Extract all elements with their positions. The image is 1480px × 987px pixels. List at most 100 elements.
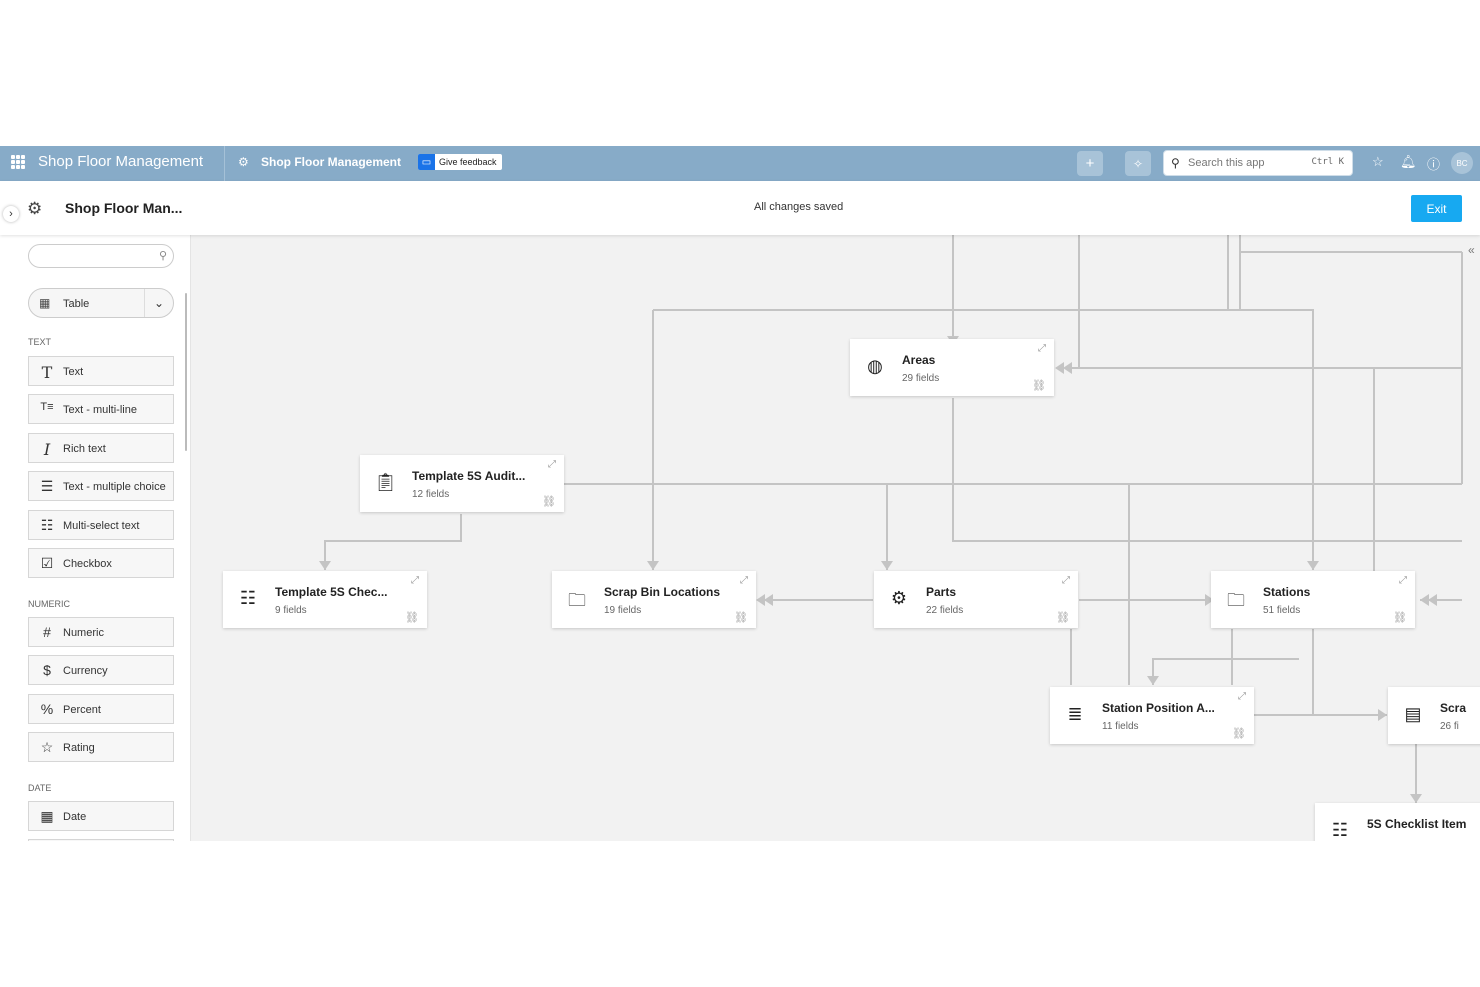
sparkle-icon: ✧ bbox=[1132, 156, 1144, 171]
relationship-icon[interactable]: ⛓ bbox=[405, 612, 419, 624]
field-type-rating[interactable]: ☆ Rating bbox=[28, 732, 174, 762]
table-card-stations[interactable]: 🗀 Stations 51 fields ⤢ ⛓ bbox=[1211, 571, 1415, 628]
field-count: 9 fields bbox=[275, 605, 307, 616]
relationship-icon[interactable]: ⛓ bbox=[1032, 380, 1046, 392]
breadcrumb[interactable]: Shop Floor Management bbox=[261, 155, 402, 169]
multiline-text-icon: T≡ bbox=[40, 401, 54, 413]
star-icon[interactable]: ☆ bbox=[1372, 154, 1384, 169]
add-button[interactable]: + bbox=[1077, 151, 1103, 176]
table-name: Template 5S Chec... bbox=[275, 585, 388, 599]
expand-icon[interactable]: ⤢ bbox=[548, 459, 556, 470]
field-type-currency[interactable]: $ Currency bbox=[28, 655, 174, 685]
relation-line bbox=[324, 514, 462, 570]
exit-button[interactable]: Exit bbox=[1411, 195, 1462, 222]
app-title[interactable]: Shop Floor Management bbox=[38, 153, 204, 170]
field-type-multi-select[interactable]: ☷ Multi-select text bbox=[28, 510, 174, 540]
field-type-numeric[interactable]: # Numeric bbox=[28, 617, 174, 647]
expand-panel-button[interactable]: › bbox=[3, 206, 19, 222]
relationship-icon[interactable]: ⛓ bbox=[734, 612, 748, 624]
table-name: Parts bbox=[926, 585, 957, 599]
chat-bubble-icon: ▭ bbox=[418, 154, 435, 170]
scrollbar[interactable] bbox=[185, 293, 187, 451]
table-card-template-5s-audit[interactable]: 📋︎ Template 5S Audit... 12 fields ⤢ ⛓ bbox=[360, 455, 564, 512]
field-type-partial[interactable] bbox=[28, 839, 174, 841]
table-name: Scra bbox=[1440, 701, 1467, 715]
list-icon: ☰ bbox=[40, 478, 54, 494]
table-name: Template 5S Audit... bbox=[412, 469, 526, 483]
editor-header: › ⚙ Shop Floor Man... All changes saved … bbox=[0, 181, 1480, 235]
field-type-multiple-choice[interactable]: ☰ Text - multiple choice bbox=[28, 471, 174, 501]
save-status: All changes saved bbox=[754, 201, 844, 213]
folder-icon: 🗀 bbox=[1227, 590, 1245, 610]
field-count: 19 fields bbox=[604, 605, 642, 616]
field-type-percent[interactable]: % Percent bbox=[28, 694, 174, 724]
lines-icon: ≣ bbox=[1067, 704, 1083, 724]
table-grid-icon: ▦ bbox=[39, 296, 51, 310]
table-card-station-position[interactable]: ≣ Station Position A... 11 fields ⤢ ⛓ bbox=[1050, 687, 1254, 744]
arrow-head bbox=[1410, 794, 1422, 803]
search-icon: ⚲ bbox=[1171, 156, 1180, 170]
arrow-head bbox=[756, 594, 765, 606]
section-date-label: DATE bbox=[28, 783, 52, 793]
arrow-head bbox=[1378, 709, 1387, 721]
expand-icon[interactable]: ⤢ bbox=[1062, 575, 1070, 586]
bell-icon[interactable]: 🔔︎ bbox=[1400, 154, 1417, 169]
table-type-select[interactable]: ▦ Table ⌄ bbox=[28, 288, 174, 318]
expand-icon[interactable]: ⤢ bbox=[1399, 575, 1407, 586]
search-input[interactable]: ⚲ Search this app Ctrl K bbox=[1163, 150, 1353, 176]
section-text-label: TEXT bbox=[28, 337, 52, 347]
expand-icon[interactable]: ⤢ bbox=[411, 575, 419, 586]
give-feedback-button[interactable]: ▭ Give feedback bbox=[418, 154, 502, 170]
table-card-areas[interactable]: ◍ Areas 29 fields ⤢ ⛓ bbox=[850, 339, 1054, 396]
expand-icon[interactable]: ⤢ bbox=[740, 575, 748, 586]
calendar-icon: ▦ bbox=[40, 808, 54, 824]
field-type-label: Text bbox=[63, 366, 84, 378]
field-type-rich-text[interactable]: I Rich text bbox=[28, 433, 174, 463]
table-name: 5S Checklist Item bbox=[1367, 817, 1467, 831]
table-card-scrap-partial[interactable]: ▤ Scra 26 fi bbox=[1388, 687, 1480, 744]
app-window: Shop Floor Management ⚙ Shop Floor Manag… bbox=[0, 146, 1480, 841]
checklist-icon: ☷ bbox=[1331, 820, 1349, 840]
field-type-checkbox[interactable]: ☑ Checkbox bbox=[28, 548, 174, 578]
table-card-5s-checklist-item[interactable]: ☷ 5S Checklist Item bbox=[1315, 803, 1480, 841]
expand-icon[interactable]: ⤢ bbox=[1238, 691, 1246, 702]
field-count: 29 fields bbox=[902, 373, 940, 384]
ai-assist-button[interactable]: ✧ bbox=[1125, 151, 1151, 176]
italic-icon: I bbox=[43, 440, 51, 459]
relationship-icon[interactable]: ⛓ bbox=[1232, 728, 1246, 740]
chevron-down-icon: ⌄ bbox=[144, 289, 173, 317]
arrow-head bbox=[1063, 362, 1072, 374]
search-placeholder: Search this app bbox=[1188, 157, 1265, 169]
arrow-head bbox=[647, 561, 659, 570]
table-name: Areas bbox=[902, 353, 936, 367]
field-type-label: Percent bbox=[63, 704, 101, 716]
table-card-template-5s-checklist[interactable]: ☷ Template 5S Chec... 9 fields ⤢ ⛓ bbox=[223, 571, 427, 628]
apps-grid-icon[interactable] bbox=[11, 155, 25, 169]
field-count: 26 fi bbox=[1440, 721, 1459, 732]
field-type-label: Rating bbox=[63, 742, 95, 754]
settings-gear-icon[interactable]: ⚙ bbox=[27, 199, 43, 218]
relationship-icon[interactable]: ⛓ bbox=[1056, 612, 1070, 624]
field-type-date[interactable]: ▦ Date bbox=[28, 801, 174, 831]
relationship-icon[interactable]: ⛓ bbox=[542, 496, 556, 508]
field-count: 51 fields bbox=[1263, 605, 1301, 616]
chevron-right-icon: › bbox=[9, 208, 13, 220]
table-card-parts[interactable]: ⚙ Parts 22 fields ⤢ ⛓ bbox=[874, 571, 1078, 628]
dollar-icon: $ bbox=[43, 662, 51, 678]
field-search-input[interactable]: ⚲ bbox=[28, 244, 174, 268]
plus-icon: + bbox=[1085, 155, 1095, 172]
relationship-canvas[interactable]: « ◍ Areas 29 fields ⤢ ⛓ 📋︎ Template 5S A… bbox=[191, 235, 1480, 841]
field-type-text[interactable]: T Text bbox=[28, 356, 174, 386]
search-shortcut: Ctrl K bbox=[1311, 157, 1344, 167]
relation-line bbox=[1152, 658, 1299, 685]
help-icon[interactable]: ⓘ bbox=[1427, 157, 1441, 172]
text-icon: T bbox=[41, 363, 53, 382]
table-card-scrap-bin-locations[interactable]: 🗀 Scrap Bin Locations 19 fields ⤢ ⛓ bbox=[552, 571, 756, 628]
collapse-panel-icon[interactable]: « bbox=[1468, 243, 1475, 257]
field-type-text-multiline[interactable]: T≡ Text - multi-line bbox=[28, 394, 174, 424]
relationship-icon[interactable]: ⛓ bbox=[1393, 612, 1407, 624]
divider bbox=[224, 146, 225, 181]
avatar[interactable]: BC bbox=[1451, 152, 1473, 174]
expand-icon[interactable]: ⤢ bbox=[1038, 343, 1046, 354]
field-type-label: Text - multiple choice bbox=[63, 481, 166, 493]
